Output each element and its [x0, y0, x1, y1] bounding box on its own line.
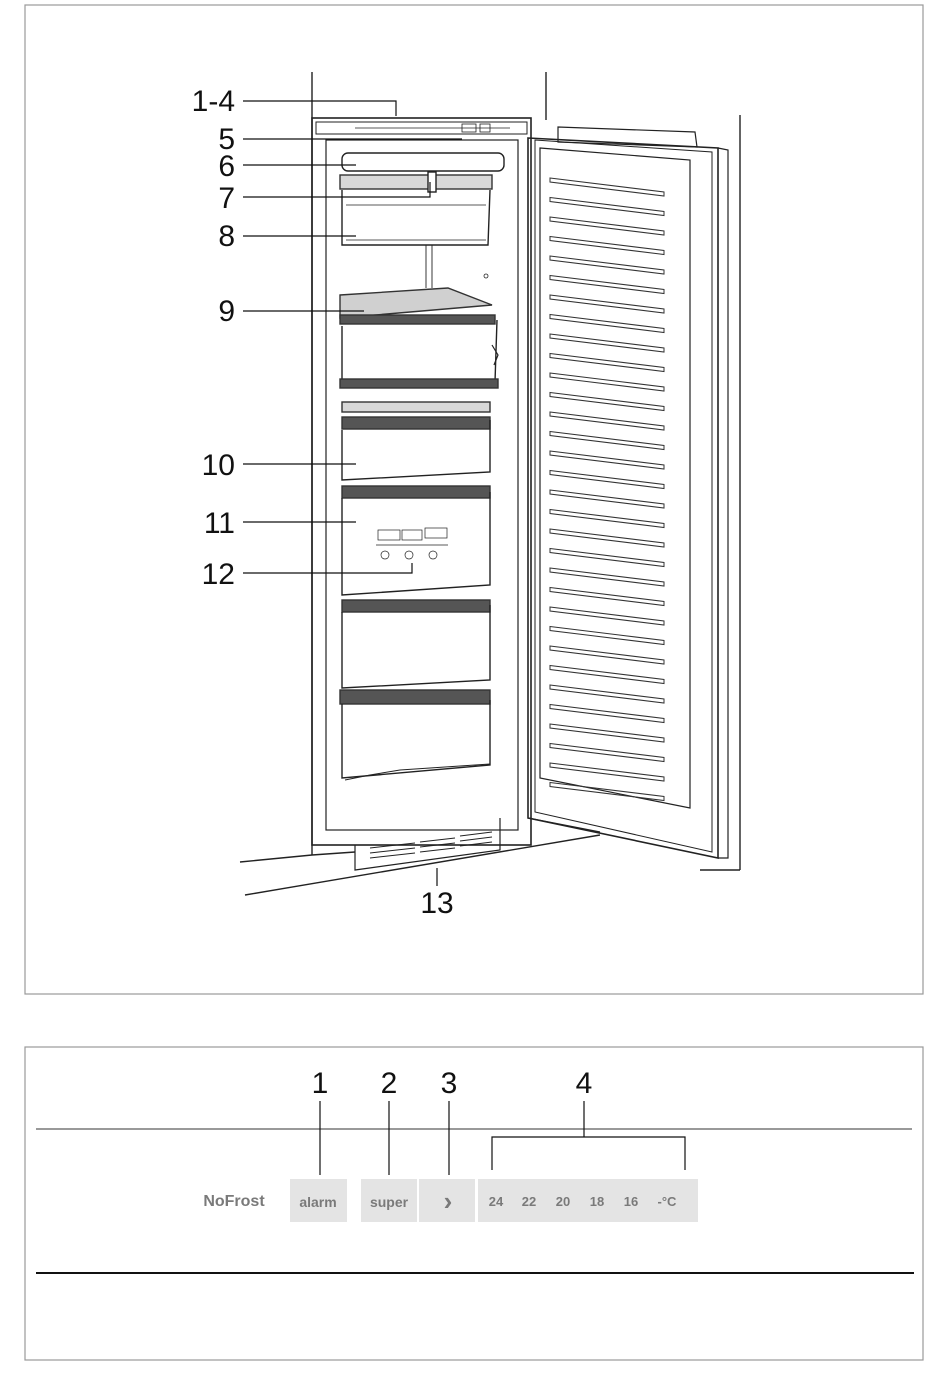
door-rib: [550, 315, 664, 333]
temp-24: 24: [489, 1194, 504, 1209]
door-rib: [550, 724, 664, 742]
door-rib: [550, 627, 664, 645]
callout-13: 13: [420, 887, 453, 920]
super-button-label: super: [370, 1194, 409, 1210]
door-rib: [550, 549, 664, 567]
door-rib: [550, 276, 664, 294]
door-rib: [550, 198, 664, 216]
door-rib: [550, 237, 664, 255]
door-rib: [550, 705, 664, 723]
door-rib: [550, 256, 664, 274]
callout-9: 9: [218, 295, 235, 328]
door-rib: [550, 412, 664, 430]
door-rib: [550, 510, 664, 528]
door-rib: [550, 568, 664, 586]
door-rib: [550, 334, 664, 352]
door-rib: [550, 354, 664, 372]
temp-22: 22: [522, 1194, 536, 1209]
callout-6: 6: [218, 150, 235, 183]
door-rib: [550, 178, 664, 196]
temp-20: 20: [556, 1194, 570, 1209]
brand-nofrost: NoFrost: [203, 1193, 265, 1210]
panel-callout-1: 1: [312, 1067, 329, 1100]
callout-10: 10: [202, 449, 235, 482]
door-rib: [550, 432, 664, 450]
panel-callout-3: 3: [441, 1067, 458, 1100]
door-rib: [550, 646, 664, 664]
freezer-icon: [240, 72, 740, 895]
freezing-label: [376, 528, 448, 559]
door-rib: [550, 685, 664, 703]
door-rib: [550, 588, 664, 606]
door-rib: [550, 666, 664, 684]
panel-leader-lines: [320, 1101, 685, 1175]
door-rib: [550, 393, 664, 411]
door-rib: [550, 744, 664, 762]
temp-16: 16: [624, 1194, 638, 1209]
door-rib: [550, 217, 664, 235]
callout-1-4: 1-4: [192, 85, 235, 118]
temp-18: 18: [590, 1194, 604, 1209]
callout-11: 11: [204, 507, 235, 540]
door-rib: [550, 607, 664, 625]
door-rib: [550, 763, 664, 781]
door-rib: [550, 451, 664, 469]
door-rib: [550, 529, 664, 547]
door-rib: [550, 490, 664, 508]
callout-8: 8: [218, 220, 235, 253]
chevron-right-icon: ›: [444, 1186, 453, 1216]
callout-7: 7: [218, 182, 235, 215]
temp-unit: -°C: [658, 1194, 678, 1209]
control-panel-figure: 1 2 3 4 NoFrost alarm super › 24 22 20 1…: [25, 1047, 923, 1360]
door-rib: [550, 373, 664, 391]
top-figure: 1-4 5 6 7 8 9 10 11 12 13: [25, 5, 923, 994]
door-rib: [550, 295, 664, 313]
panel-callout-2: 2: [381, 1067, 398, 1100]
door-rib: [550, 471, 664, 489]
alarm-button-label: alarm: [299, 1194, 336, 1210]
door-ribs: [550, 178, 664, 801]
panel-callout-4: 4: [576, 1067, 593, 1100]
callout-12: 12: [202, 558, 235, 591]
